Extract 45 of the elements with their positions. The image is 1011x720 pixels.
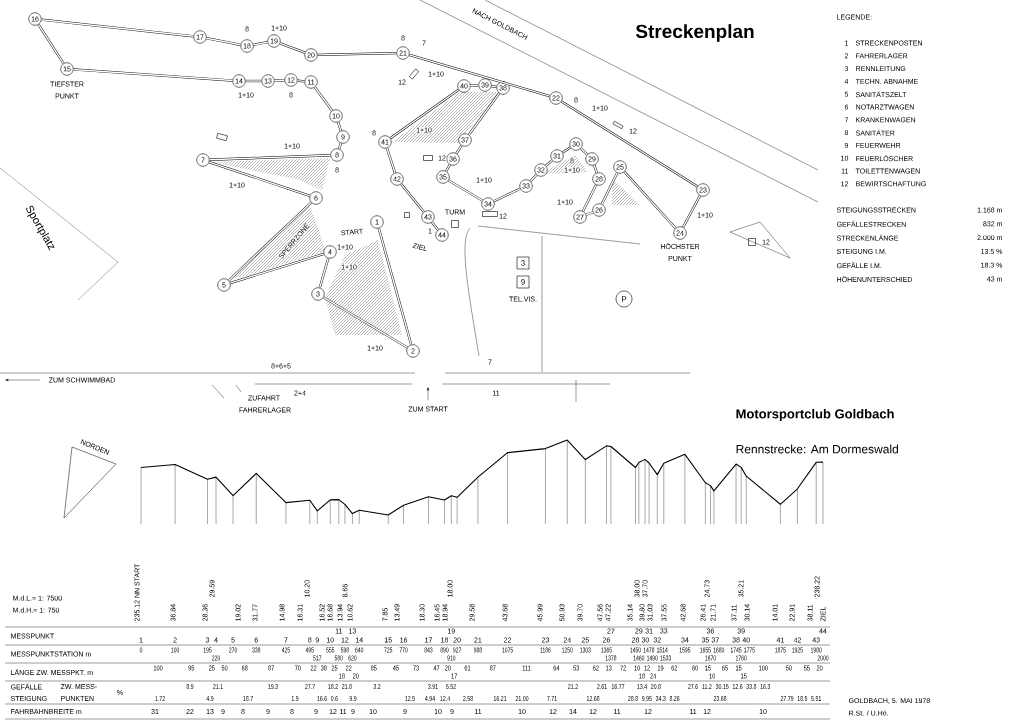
track-segment [445, 164, 451, 172]
club-name: Motorsportclub Goldbach [736, 408, 894, 422]
track-segment [244, 79, 263, 83]
track-segment [455, 144, 463, 155]
track-segment [208, 161, 311, 197]
track-segment [252, 41, 269, 46]
track-segment [469, 84, 480, 87]
track-segment [561, 146, 572, 154]
track-segment [377, 227, 413, 346]
track-segment [580, 147, 588, 156]
track-segment [585, 211, 594, 216]
track-segment [279, 42, 306, 54]
track-segment [623, 171, 677, 229]
track-segment [227, 201, 313, 282]
track-segment [296, 79, 306, 83]
track-segment [682, 195, 701, 228]
track-segment [385, 147, 397, 174]
track-segment [447, 179, 484, 202]
track-segment [493, 187, 521, 203]
track-segment [560, 100, 699, 188]
track-segment [72, 68, 234, 82]
track-name: Rennstrecke: Am Dormeswald [736, 444, 898, 454]
track-segment [313, 86, 334, 112]
track-segment [208, 154, 332, 161]
track-segment [229, 252, 325, 285]
track-segment [467, 92, 501, 136]
track-segment [600, 172, 619, 205]
track-segment [40, 18, 195, 38]
track-segment [581, 184, 598, 212]
track-segment [273, 79, 286, 82]
track-segment [37, 23, 65, 65]
track-segment [205, 37, 242, 46]
track-segment [593, 164, 598, 174]
track-segment [322, 296, 409, 349]
track-segment [337, 121, 343, 132]
track-segment [408, 53, 551, 98]
track-segment [490, 84, 498, 89]
track-segment [338, 142, 343, 150]
title: Streckenplan [635, 24, 754, 42]
track-segment [545, 159, 553, 167]
track-segment [389, 88, 460, 140]
track-segment [316, 52, 398, 56]
track-segment [318, 257, 330, 289]
track-segment [529, 174, 538, 182]
track-segment [400, 183, 425, 213]
